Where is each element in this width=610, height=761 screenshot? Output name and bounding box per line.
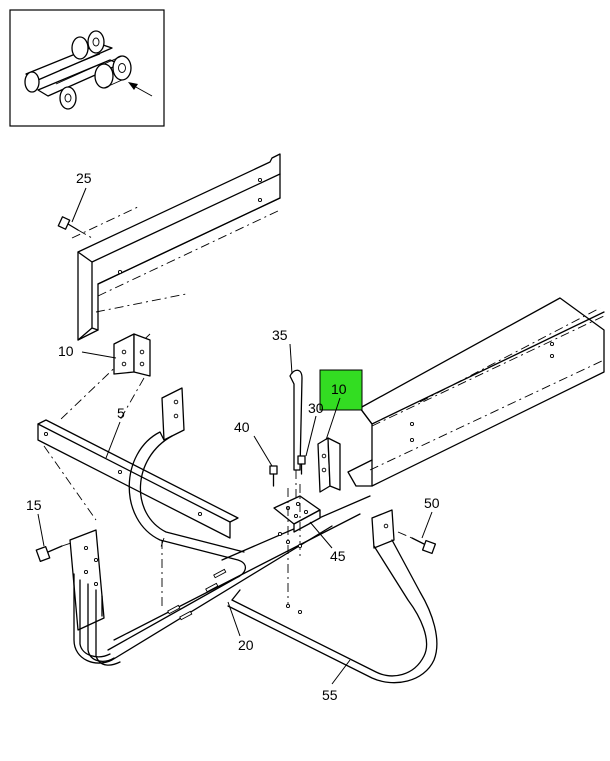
rod-35 [289,369,303,500]
strap-20 [69,431,371,666]
callout-15: 15 [26,497,42,513]
plate-45 [273,484,321,615]
locator-inset [9,9,165,127]
chassis-thumbnail [24,30,132,110]
callout-10-left: 10 [58,343,74,359]
bracket-5 [37,419,239,539]
bracket-10-left [113,333,151,421]
locator-arrow [128,82,153,97]
callout-35: 35 [272,327,288,343]
callout-30: 30 [308,400,324,416]
callout-20: 20 [238,637,254,653]
strap-55 [227,509,438,684]
callout-55: 55 [322,687,338,703]
callout-25: 25 [76,170,92,186]
right-frame-rail [347,297,605,487]
callout-5: 5 [117,405,125,421]
mount-bracket-left [161,387,185,441]
leader-lines [37,187,433,685]
bolt-50 [397,531,437,555]
bracket-10-right [317,437,341,493]
bolt-25 [57,216,93,239]
callout-labels: 25 10 5 15 35 10 30 40 50 45 20 55 [26,170,440,703]
bolt-30 [297,455,306,475]
callout-50: 50 [424,495,440,511]
bolt-15 [35,541,75,562]
bolt-40 [269,465,278,487]
callout-40: 40 [234,419,250,435]
upper-frame-rail [59,153,281,421]
callout-highlight [319,369,363,411]
callout-10-right: 10 [331,381,347,397]
callout-45: 45 [330,548,346,564]
